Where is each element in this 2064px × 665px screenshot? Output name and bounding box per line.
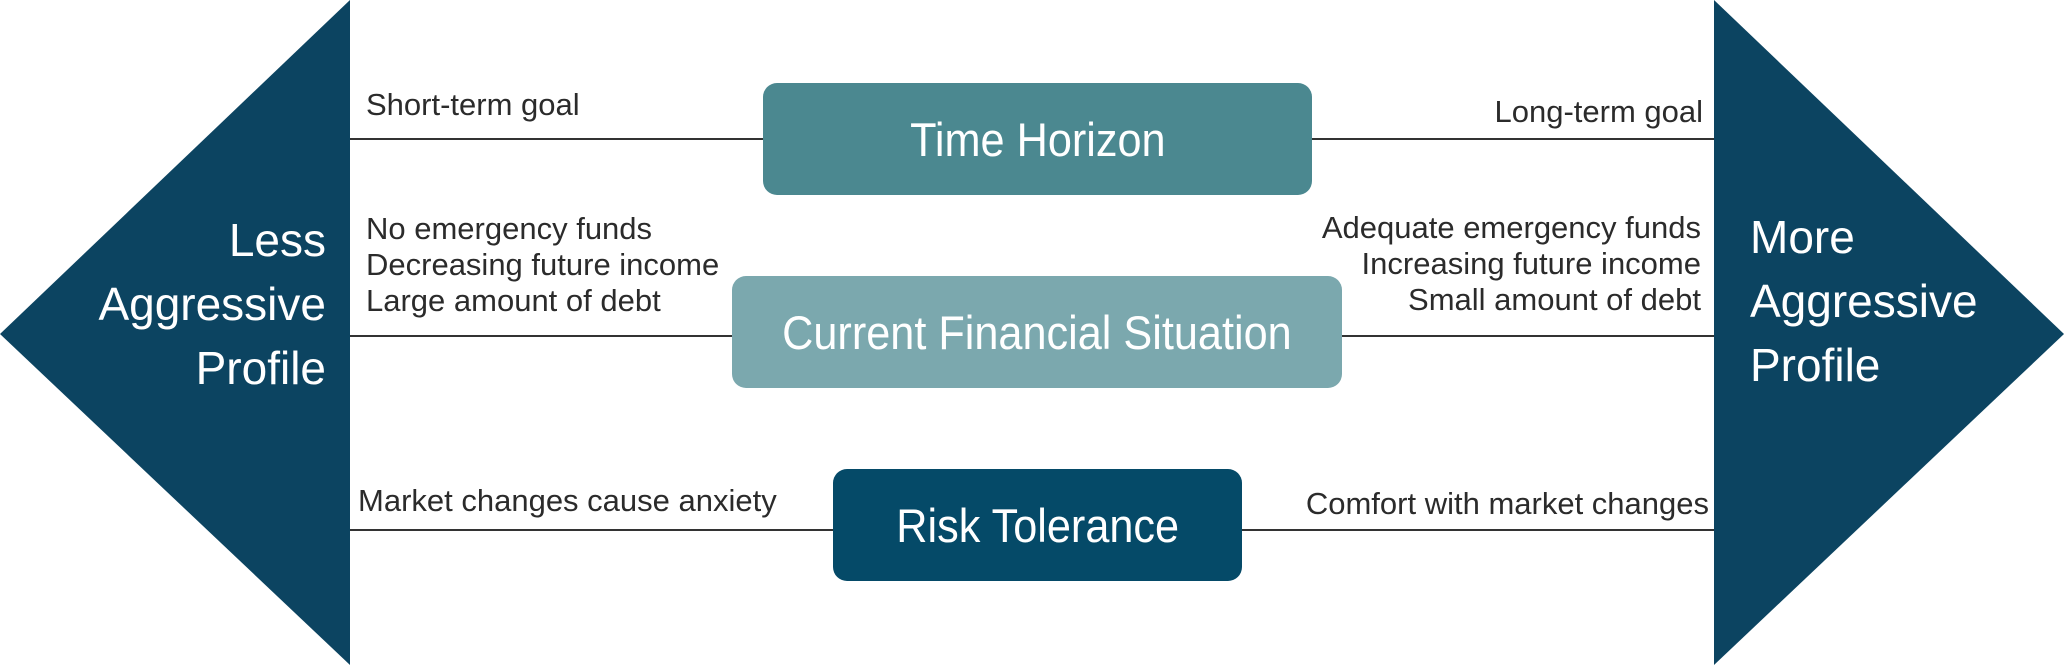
right-arrow-shape (1714, 0, 2064, 665)
time-horizon-title: Time Horizon (909, 112, 1166, 166)
note-line: No emergency funds (366, 211, 653, 246)
note-line: Long-term goal (1494, 94, 1703, 129)
note-line: Market changes cause anxiety (358, 483, 777, 518)
current-financial-situation-box: Current Financial Situation (732, 276, 1342, 388)
note-line: Large amount of debt (366, 283, 661, 318)
right-profile-line: Profile (1750, 339, 1881, 391)
time-horizon-right-note: Long-term goal (1494, 94, 1703, 130)
financial-left-notes: No emergency funds Decreasing future inc… (366, 211, 719, 319)
current-financial-situation-title: Current Financial Situation (782, 305, 1292, 359)
note-line: Comfort with market changes (1305, 486, 1709, 521)
risk-tolerance-right-note: Comfort with market changes (1306, 486, 1709, 522)
right-profile-line: Aggressive (1750, 275, 1978, 327)
note-line: Decreasing future income (366, 247, 720, 282)
risk-tolerance-left-note: Market changes cause anxiety (358, 483, 777, 519)
financial-right-notes: Adequate emergency funds Increasing futu… (1322, 210, 1701, 318)
note-line: Increasing future income (1361, 246, 1701, 281)
more-aggressive-profile-label: More Aggressive Profile (1750, 205, 1978, 397)
left-profile-line: Aggressive (98, 278, 326, 330)
left-profile-line: Less (228, 214, 326, 266)
right-profile-line: More (1750, 211, 1855, 263)
less-aggressive-profile-label: Less Aggressive Profile (98, 208, 326, 400)
left-profile-line: Profile (195, 342, 326, 394)
time-horizon-box: Time Horizon (763, 83, 1312, 195)
note-line: Small amount of debt (1408, 282, 1701, 317)
risk-tolerance-title: Risk Tolerance (896, 498, 1179, 552)
note-line: Adequate emergency funds (1321, 210, 1701, 245)
time-horizon-left-note: Short-term goal (366, 87, 580, 123)
left-arrow-shape (0, 0, 350, 665)
risk-tolerance-box: Risk Tolerance (833, 469, 1242, 581)
note-line: Short-term goal (366, 87, 580, 122)
